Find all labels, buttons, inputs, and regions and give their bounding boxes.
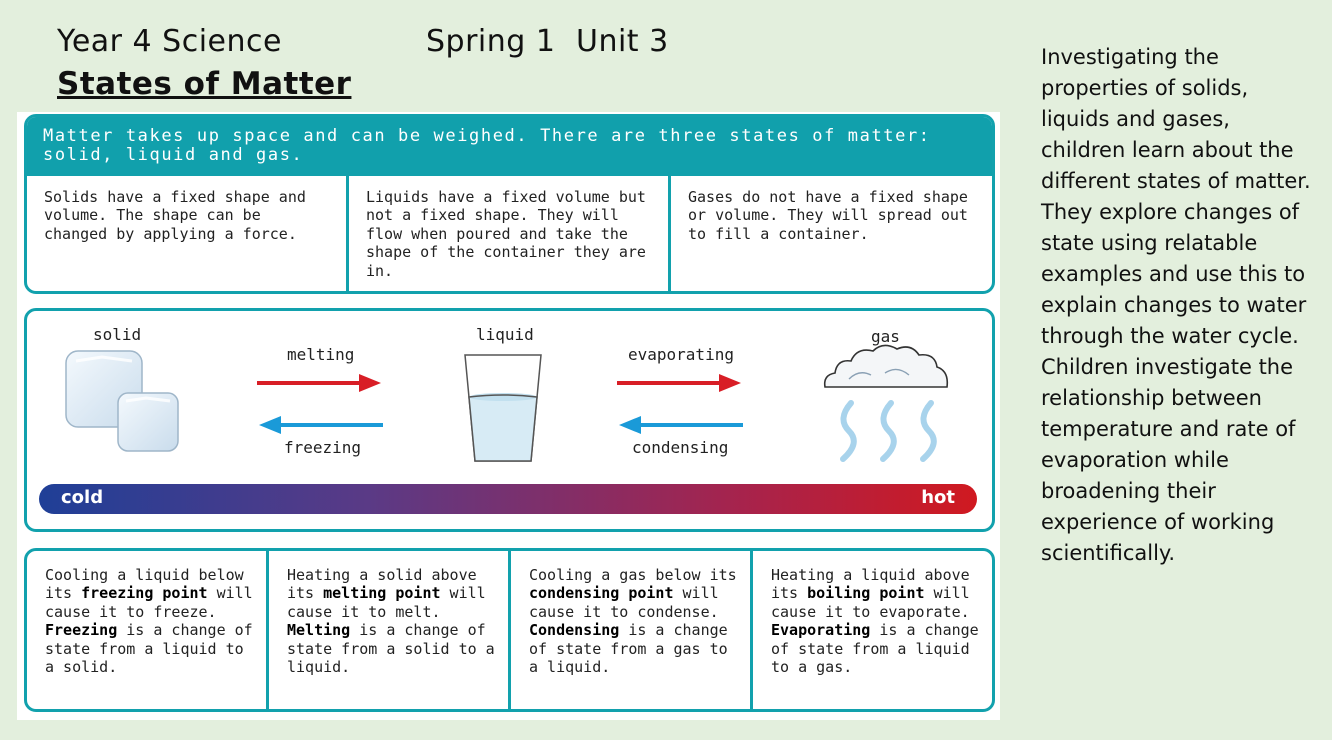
page-title: States of Matter [57,66,352,102]
evaporating-arrow-icon [617,374,741,392]
freezing-arrow-icon [259,416,383,434]
change-of-state-diagram: solid liquid gas melting freezing evapor… [24,308,995,532]
knowledge-organiser: Matter takes up space and can be weighed… [17,112,1000,720]
year-label: Year 4 Science [57,24,282,59]
ice-cubes-icon [65,350,179,452]
glass-of-water-icon [464,354,542,462]
states-overview-box: Matter takes up space and can be weighed… [24,114,995,294]
condensing-explanation: Cooling a gas below its condensing point… [511,551,753,709]
unit-description: Investigating the properties of solids, … [1041,45,1311,565]
condensing-arrow-icon [619,416,743,434]
solid-label: solid [93,325,142,344]
liquid-description: Liquids have a fixed volume but not a fi… [349,176,671,291]
intro-banner: Matter takes up space and can be weighed… [27,117,992,176]
cloud-icon [823,344,949,388]
solid-description: Solids have a fixed shape and volume. Th… [27,176,349,291]
melting-label: melting [287,345,355,364]
freezing-label: freezing [284,438,362,457]
evaporating-explanation: Heating a liquid above its boiling point… [771,566,979,677]
vapour-icon [840,400,937,462]
temperature-scale: cold hot [39,484,977,514]
unit-label: Unit 3 [576,24,669,59]
condensing-label: condensing [632,438,729,457]
change-explanations-box: Cooling a liquid below its freezing poin… [24,548,995,712]
melting-explanation: Heating a solid above its melting point … [269,551,511,709]
cold-label: cold [61,487,104,508]
melting-arrow-icon [257,374,381,392]
term-label: Spring 1 [426,24,556,59]
evaporating-label: evaporating [628,345,734,364]
gas-description: Gases do not have a fixed shape or volum… [688,188,968,243]
hot-label: hot [921,487,955,508]
gas-label: gas [871,327,900,346]
liquid-label: liquid [476,325,534,344]
freezing-explanation: Cooling a liquid below its freezing poin… [27,551,269,709]
